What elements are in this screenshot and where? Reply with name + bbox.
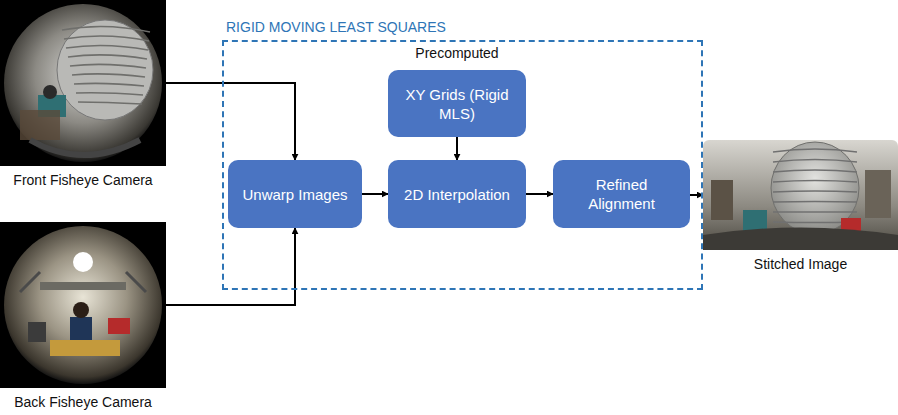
flow-arrow xyxy=(526,193,553,195)
process-box: 2D Interpolation xyxy=(388,160,526,228)
flow-arrow xyxy=(166,228,295,305)
fisheye-picture xyxy=(0,0,166,166)
image-caption: Back Fisheye Camera xyxy=(0,394,186,411)
camera-image: Back Fisheye Camera xyxy=(0,222,166,388)
process-box: Unwarp Images xyxy=(228,160,362,228)
box-text: Unwarp Images xyxy=(242,185,347,204)
fisheye-picture xyxy=(0,222,166,388)
process-box: XY Grids (Rigid MLS) xyxy=(388,70,526,137)
flow-arrow xyxy=(456,137,458,160)
group-title: RIGID MOVING LEAST SQUARES xyxy=(226,19,446,35)
box-text: Refined Alignment xyxy=(561,175,682,213)
box-text: XY Grids (Rigid MLS) xyxy=(396,85,518,123)
flow-arrow xyxy=(166,83,295,160)
flow-arrow xyxy=(362,193,388,195)
box-text: 2D Interpolation xyxy=(404,185,510,204)
panorama-picture xyxy=(703,140,898,250)
image-caption: Front Fisheye Camera xyxy=(0,172,186,189)
image-caption: Stitched Image xyxy=(683,256,898,273)
process-box: Refined Alignment xyxy=(553,160,690,228)
camera-image: Front Fisheye Camera xyxy=(0,0,166,166)
dashed-group: RIGID MOVING LEAST SQUARESXY Grids (Rigi… xyxy=(222,40,703,290)
note-label: Precomputed xyxy=(380,45,534,62)
output-image: Stitched Image xyxy=(703,140,898,250)
